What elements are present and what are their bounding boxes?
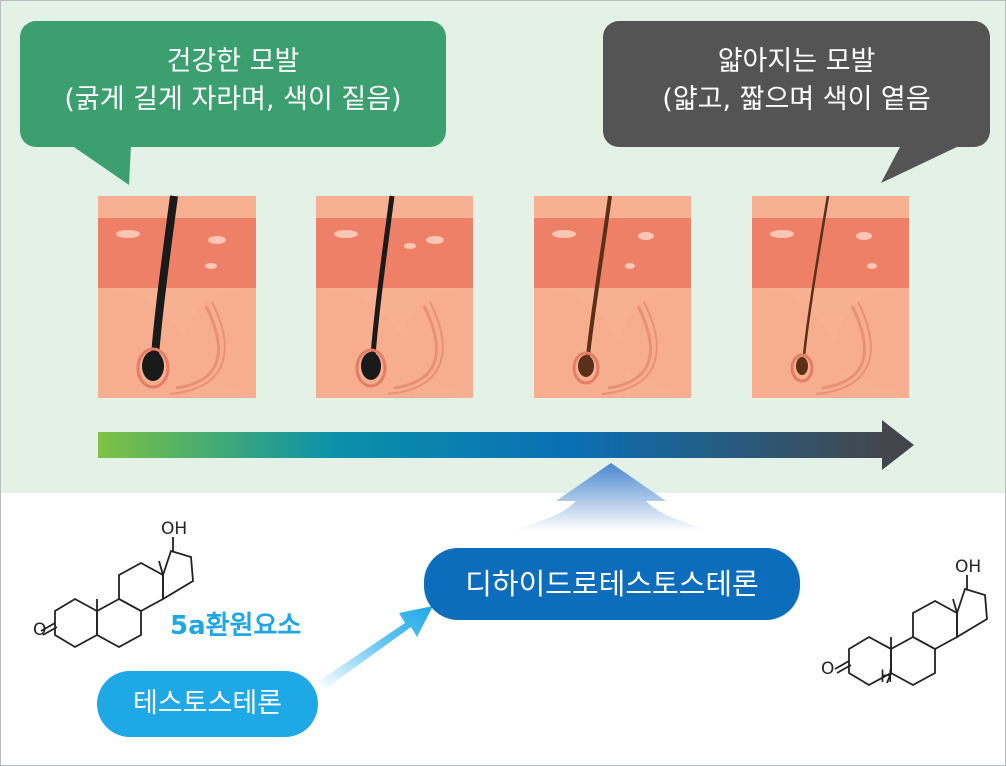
stage-tile-2 xyxy=(316,195,473,398)
thinning-hair-title: 얇아지는 모발 xyxy=(717,46,876,77)
progression-arrow xyxy=(98,420,914,470)
healthy-hair-title: 건강한 모발 xyxy=(166,46,300,77)
stage-tile-3 xyxy=(534,195,691,398)
dht-label: 디하이드로테스토스테론 xyxy=(424,548,800,620)
testosterone-label: 테스토스테론 xyxy=(97,671,318,737)
enzyme-label: 5a환원요소 xyxy=(170,611,302,641)
thinning-hair-detail: (얇고, 짧으며 색이 옅음 xyxy=(662,84,931,115)
dht-o-label: O xyxy=(821,659,835,679)
thinning-hair-bubble: 얇아지는 모발 (얇고, 짧으며 색이 옅음 xyxy=(603,21,990,147)
healthy-hair-bubble: 건강한 모발 (굵게 길게 자라며, 색이 짙음) xyxy=(20,21,446,147)
stage-tile-1 xyxy=(98,195,256,398)
dht-structure xyxy=(834,575,988,687)
healthy-hair-detail: (굵게 길게 자라며, 색이 짙음) xyxy=(64,84,402,115)
stage-tile-4 xyxy=(752,195,909,398)
bubble-tail-gray xyxy=(881,145,961,183)
dht-effect-arrow xyxy=(511,463,711,531)
testosterone-structure xyxy=(40,537,194,649)
bubble-tail-green xyxy=(71,145,131,185)
dht-oh-label: OH xyxy=(955,557,982,577)
dht-h-label: H xyxy=(880,667,893,687)
conversion-arrow xyxy=(319,606,433,689)
testosterone-o-label: O xyxy=(33,620,47,640)
testosterone-oh-label: OH xyxy=(161,519,188,539)
